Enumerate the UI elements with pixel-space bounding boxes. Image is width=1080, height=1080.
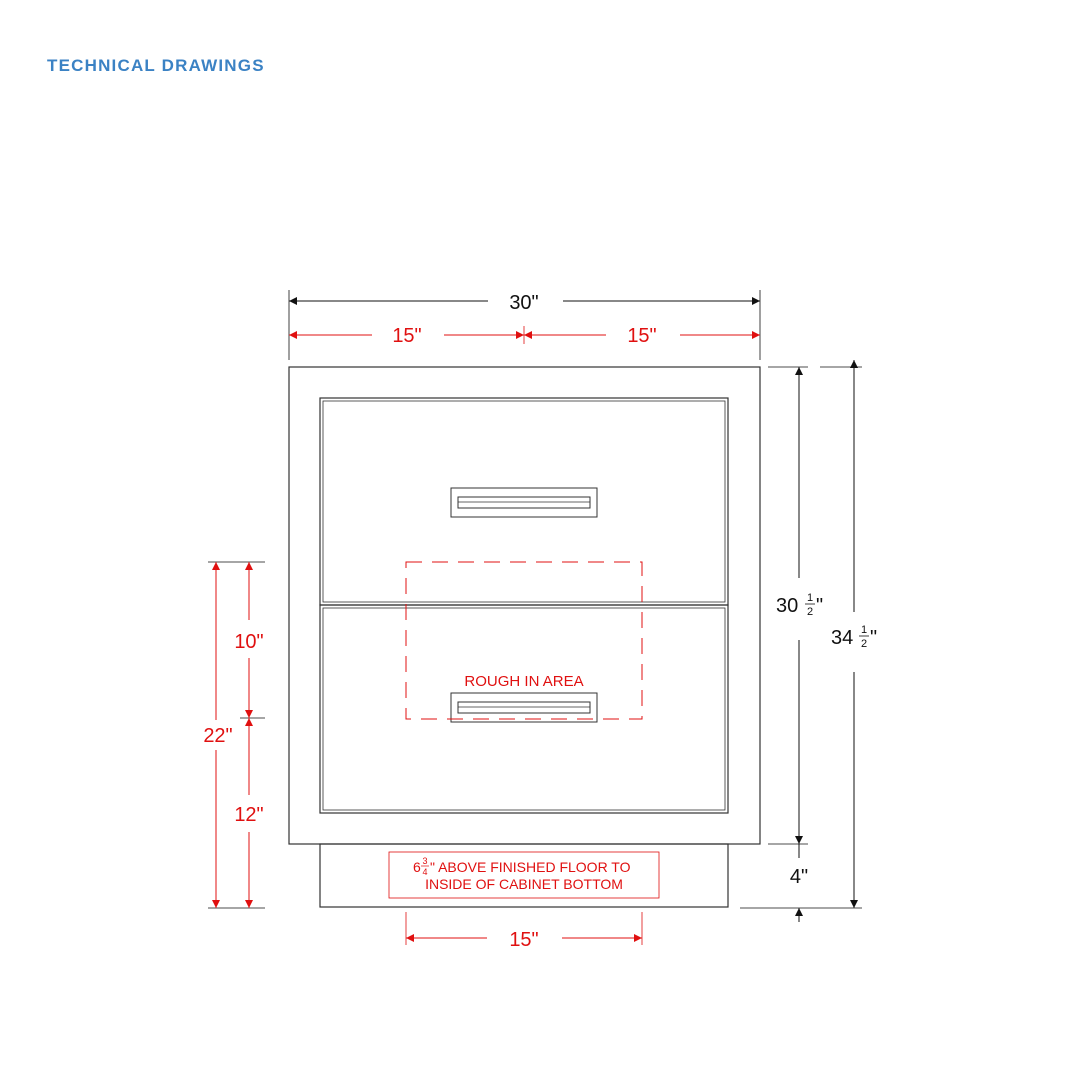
half-width-left-label: 15" [392, 325, 421, 347]
lower-drawer-handle [450, 692, 598, 723]
toe-kick-label: 4" [790, 866, 808, 888]
floor-note-frac-den: 4 [422, 867, 427, 877]
rough-in-area-outline [405, 561, 643, 720]
overall-width-label: 30" [509, 292, 538, 314]
floor-note-whole: 6 [413, 859, 421, 875]
rough-in-height-dimension: 22" 10" 12" [203, 561, 265, 909]
overall-height-frac-num: 1 [861, 624, 867, 636]
half-width-dimension: 15" 15" [289, 325, 760, 347]
half-width-right-label: 15" [627, 325, 656, 347]
rough-in-area-label: ROUGH IN AREA [464, 673, 583, 690]
floor-note-line2: INSIDE OF CABINET BOTTOM [425, 876, 623, 892]
cabinet-height-frac-den: 2 [807, 606, 813, 618]
page-title: TECHNICAL DRAWINGS [47, 56, 265, 75]
rough-in-width-label: 15" [509, 929, 538, 951]
overall-height-whole: 34 [831, 627, 853, 649]
toe-kick-dimension: 4" [790, 844, 808, 922]
cabinet-height-unit: " [816, 595, 823, 617]
upper-drawer-outer [319, 397, 729, 606]
cabinet-height-whole: 30 [776, 595, 798, 617]
floor-note-line1: " ABOVE FINISHED FLOOR TO [430, 859, 631, 875]
overall-height-unit: " [870, 627, 877, 649]
floor-note-frac-num: 3 [422, 856, 427, 866]
toe-kick [319, 843, 729, 908]
lower-drawer-inner [322, 607, 726, 811]
rough-in-width-dimension: 15" [405, 912, 643, 951]
upper-drawer-handle [450, 487, 598, 518]
cabinet-height-frac-num: 1 [807, 592, 813, 604]
cabinet [288, 366, 761, 908]
rough-in-bottom-label: 12" [234, 804, 263, 826]
overall-width-dimension: 30" [288, 290, 761, 360]
rough-in-top-label: 10" [234, 631, 263, 653]
rough-in-total-label: 22" [203, 725, 232, 747]
overall-height-frac-den: 2 [861, 638, 867, 650]
floor-note-box [388, 851, 660, 899]
svg-text:30: 30 [776, 595, 798, 617]
upper-drawer-inner [322, 400, 726, 603]
cabinet-height-dimension: 30 1 2 " [768, 366, 823, 845]
lower-drawer-outer [319, 604, 729, 814]
floor-note: 6 3 4 " ABOVE FINISHED FLOOR TO INSIDE O… [388, 851, 660, 899]
